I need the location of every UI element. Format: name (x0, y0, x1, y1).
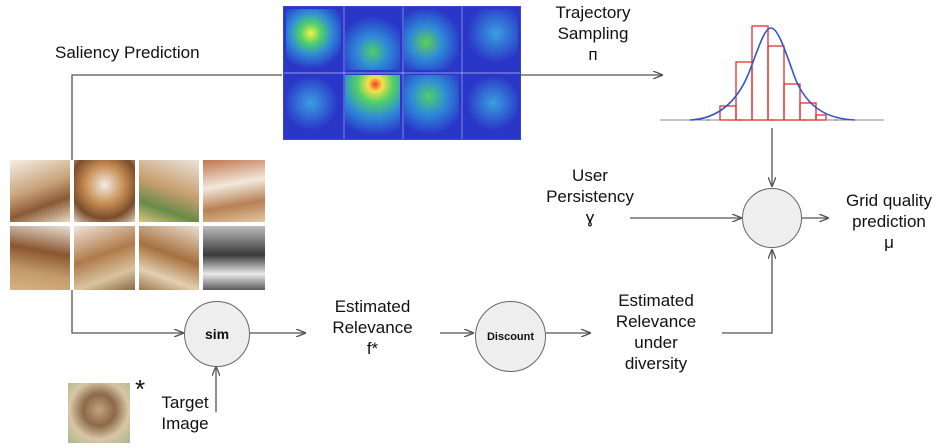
grid-thumbnail (203, 160, 265, 222)
image-grid (10, 160, 265, 290)
grid-thumbnail (74, 160, 135, 222)
sim-label: sim (204, 326, 230, 342)
normal-curve (689, 27, 856, 121)
saliency-heatmap-image (283, 6, 521, 140)
grid-thumbnail (139, 160, 199, 222)
estimated-relevance-label: Estimated Relevance f* (305, 296, 440, 359)
saliency-prediction-label: Saliency Prediction (55, 43, 200, 62)
discount-label: Discount (486, 330, 535, 343)
histogram-bars (719, 25, 827, 121)
estimated-relevance-diversity-label: Estimated Relevance under diversity (590, 290, 722, 374)
user-persistency-label: User Persistency ɣ (535, 165, 645, 228)
estimated-relevance-text: Estimated Relevance (332, 297, 413, 337)
trajectory-sampling-text: Trajectory Sampling (555, 3, 631, 43)
mu-symbol: μ (884, 233, 894, 252)
asterisk-mark: * (135, 374, 146, 404)
pi-symbol: п (588, 45, 598, 64)
grid-thumbnail (139, 226, 199, 290)
grid-quality-text: Grid quality prediction (846, 191, 932, 231)
target-image-thumbnail (68, 383, 130, 443)
grid-thumbnail (10, 226, 70, 290)
grid-thumbnail (10, 160, 70, 222)
target-image-text: Target Image (161, 393, 209, 433)
trajectory-distribution-plot (660, 25, 884, 121)
trunk-to-sim (71, 290, 183, 333)
discount-node: Discount (475, 301, 546, 372)
grid-quality-label: Grid quality prediction μ (830, 190, 948, 253)
sim-node: sim (184, 301, 250, 367)
grid-thumbnail (203, 226, 265, 290)
user-persistency-text: User Persistency (546, 166, 634, 206)
estimated-relevance-diversity-text: Estimated Relevance under diversity (615, 291, 697, 373)
trunk-line (71, 74, 282, 160)
target-image-label: Target Image (145, 392, 225, 434)
gamma-symbol: ɣ (585, 208, 595, 227)
grid-thumbnail (74, 226, 135, 290)
combine-node (742, 188, 802, 248)
trajectory-sampling-label: Trajectory Sampling п (538, 2, 648, 65)
diversity-to-combine-arrow (722, 250, 772, 334)
f-star-symbol: f* (366, 339, 379, 358)
